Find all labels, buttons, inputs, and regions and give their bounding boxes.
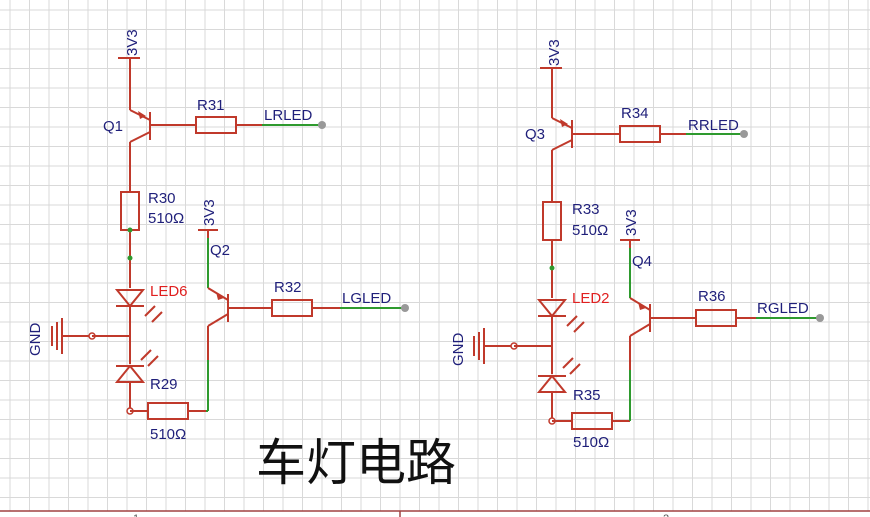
power-3v3-mid-left: 3V3 [198, 199, 218, 288]
diagram-title: 车灯电路 [256, 434, 456, 492]
resistor-r35: R35 510Ω [552, 387, 630, 451]
transistor-q1: Q1 [103, 109, 151, 192]
sheet-frame: 1 2 [0, 510, 870, 517]
power-label: 3V3 [623, 209, 640, 236]
resistor-r32: R32 LGLED [228, 279, 409, 317]
designator-r31: R31 [197, 97, 225, 114]
designator-q1: Q1 [103, 118, 123, 135]
designator-q3: Q3 [525, 126, 545, 143]
value-r30: 510Ω [148, 210, 184, 227]
designator-r30: R30 [148, 190, 176, 207]
ground-label: GND [450, 333, 467, 367]
power-label: 3V3 [546, 39, 563, 66]
led-led6: LED6 [114, 283, 188, 364]
led-led2: LED2 [536, 290, 610, 374]
designator-r35: R35 [573, 387, 601, 404]
designator-q2: Q2 [210, 242, 230, 259]
right-circuit: 3V3 Q3 R34 RRLED R33 510Ω [450, 39, 824, 451]
left-circuit: 3V3 Q1 R31 LRLED R30 510Ω [27, 29, 409, 443]
power-3v3-top-right: 3V3 [540, 39, 563, 118]
designator-r29: R29 [150, 376, 178, 393]
resistor-r29: R29 510Ω [130, 376, 206, 443]
transistor-q3: Q3 [525, 117, 573, 202]
resistor-r36: R36 RGLED [650, 288, 824, 327]
resistor-r30: R30 510Ω [120, 190, 184, 288]
designator-r34: R34 [621, 105, 649, 122]
designator-r33: R33 [572, 201, 600, 218]
resistor-r31: R31 LRLED [150, 97, 326, 134]
power-3v3-top-left: 3V3 [118, 29, 141, 110]
ground-right: GND [450, 328, 552, 366]
transistor-q2: Q2 [206, 242, 230, 412]
resistor-r33: R33 510Ω [542, 201, 608, 298]
resistor-r34: R34 RRLED [572, 105, 748, 143]
net-label-rgled: RGLED [757, 300, 809, 317]
power-label: 3V3 [201, 199, 218, 226]
value-r29: 510Ω [150, 426, 186, 443]
designator-q4: Q4 [632, 253, 652, 270]
designator-r32: R32 [274, 279, 302, 296]
power-3v3-mid-right: 3V3 [620, 209, 640, 298]
designator-led2: LED2 [572, 290, 610, 307]
transistor-q4: Q4 [629, 253, 652, 421]
frame-mark-2: 2 [663, 513, 669, 517]
power-label: 3V3 [124, 29, 141, 56]
net-label-lgled: LGLED [342, 290, 391, 307]
frame-mark-1: 1 [133, 513, 139, 517]
net-label-rrled: RRLED [688, 117, 739, 134]
value-r33: 510Ω [572, 222, 608, 239]
designator-led6: LED6 [150, 283, 188, 300]
value-r35: 510Ω [573, 434, 609, 451]
ground-left: GND [27, 318, 130, 356]
net-label-lrled: LRLED [264, 107, 313, 124]
designator-r36: R36 [698, 288, 726, 305]
ground-label: GND [27, 323, 44, 357]
